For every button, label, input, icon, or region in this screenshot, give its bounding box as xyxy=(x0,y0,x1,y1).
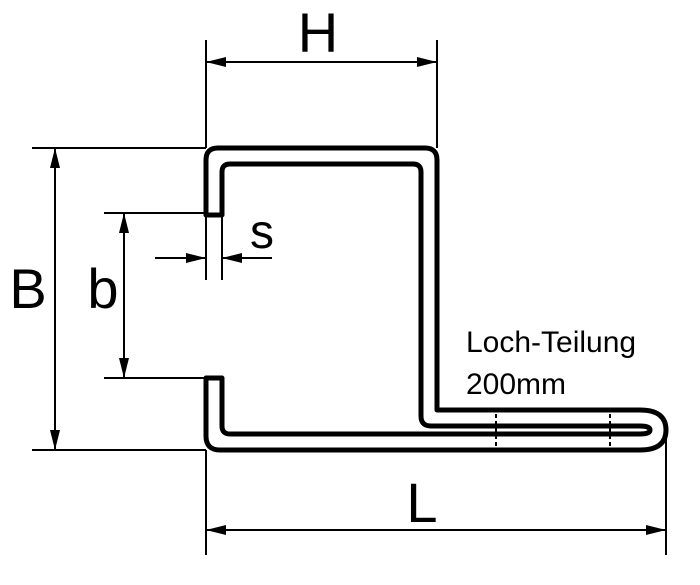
note-hole-spacing: Loch-Teilung xyxy=(466,326,636,359)
label-B: B xyxy=(9,257,46,320)
label-L: L xyxy=(406,471,437,534)
label-b: b xyxy=(87,257,118,320)
label-H: H xyxy=(298,1,338,64)
label-s: s xyxy=(250,206,274,259)
note-hole-distance: 200mm xyxy=(466,368,566,401)
profile-outline xyxy=(203,145,669,453)
